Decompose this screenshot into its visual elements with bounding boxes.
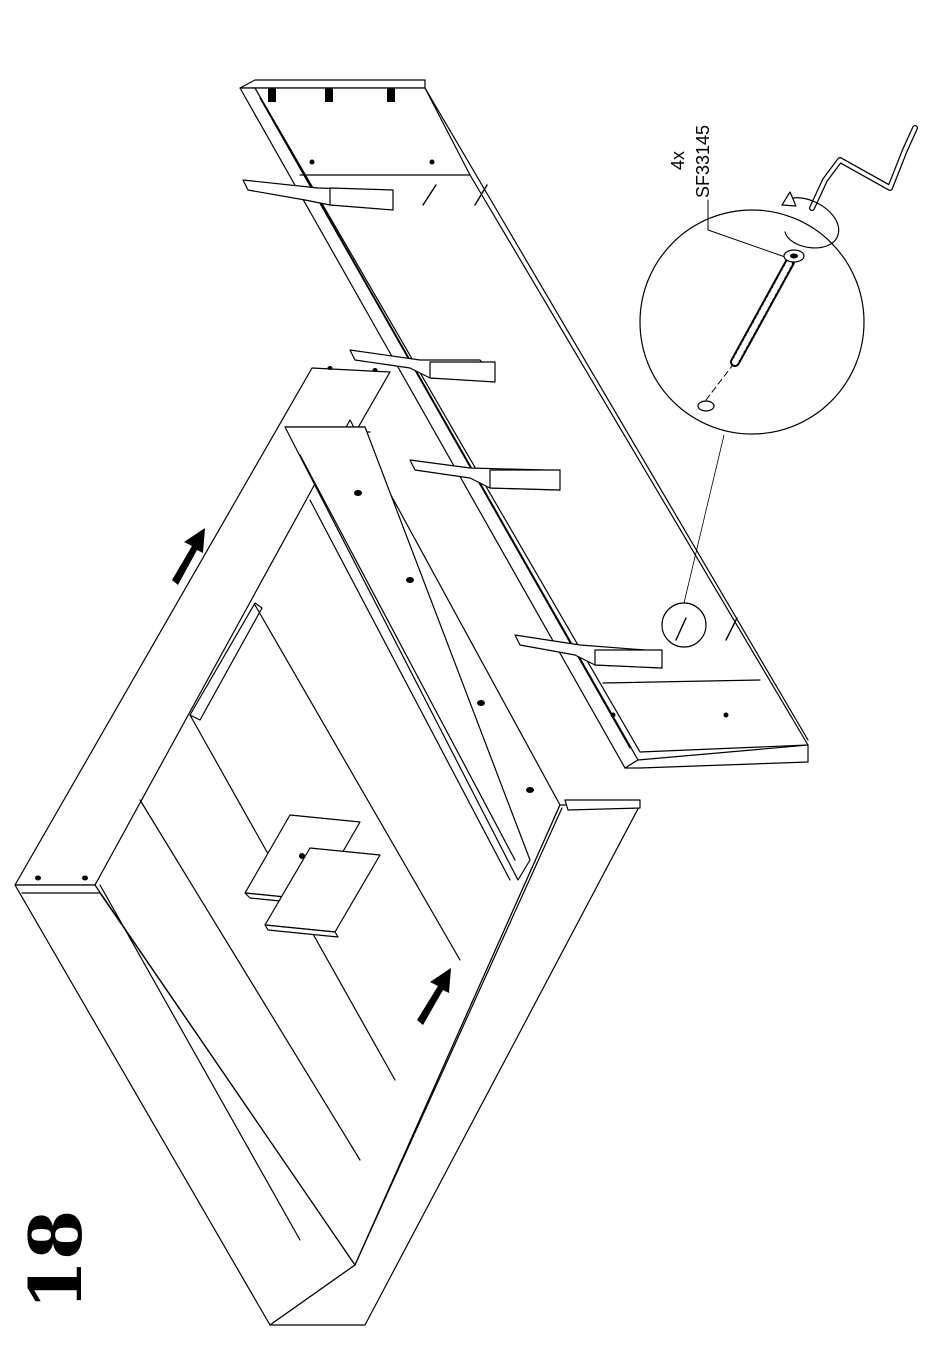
quantity-label: 4x bbox=[668, 151, 689, 170]
screw-callout bbox=[640, 128, 915, 434]
step-number: 18 bbox=[26, 1170, 86, 1310]
part-code-label: SF33145 bbox=[693, 125, 714, 198]
screwdriver-icon bbox=[812, 128, 915, 208]
